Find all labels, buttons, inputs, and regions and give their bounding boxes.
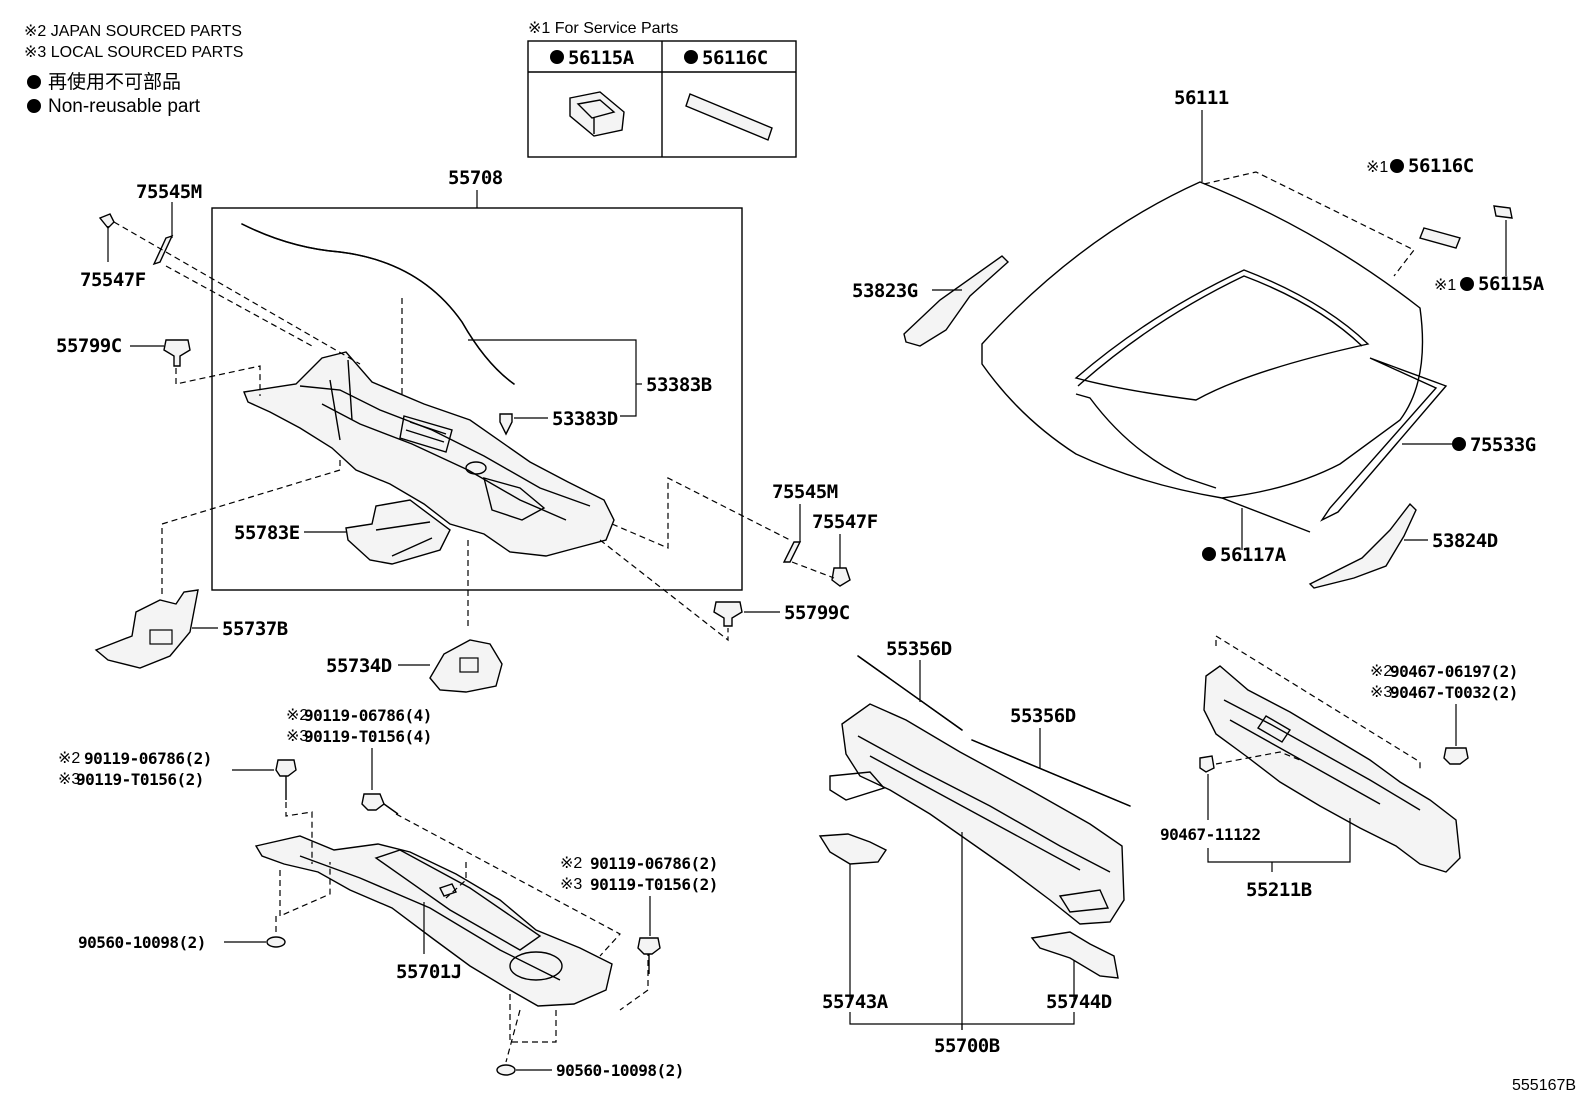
legend-local-sourced: ※3 LOCAL SOURCED PARTS [24, 44, 243, 61]
label-bolt-90119-06786-2-right: 90119-06786(2) [590, 854, 718, 873]
mark-b2-l2: ※3 [58, 771, 80, 788]
label-56115A: 56115A [1478, 273, 1545, 295]
windshield-assembly: 56111 ※1 56116C ※1 56115A 53823G 75533G [852, 87, 1545, 589]
nonreusable-dot-icon [1460, 277, 1474, 291]
mark-b1-l2: ※3 [286, 728, 308, 745]
mark-b2-l1: ※2 [58, 750, 80, 767]
label-55799C-left: 55799C [56, 335, 122, 357]
mark-b1-l1: ※2 [286, 707, 308, 724]
mark-c-l2: ※3 [1370, 684, 1392, 701]
mark-56116C: ※1 [1366, 159, 1388, 176]
nonreusable-dot-icon [684, 50, 698, 64]
legend: ※2 JAPAN SOURCED PARTS ※3 LOCAL SOURCED … [24, 23, 243, 117]
label-53383B: 53383B [646, 374, 712, 396]
label-55744D: 55744D [1046, 991, 1112, 1013]
label-75547F-right: 75547F [812, 511, 878, 533]
label-56111: 56111 [1174, 87, 1229, 109]
cowl-panel-assembly: ※2 90119-06786(4) ※3 90119-T0156(4) ※2 9… [58, 706, 718, 1080]
label-55743A: 55743A [822, 991, 889, 1013]
label-53823G: 53823G [852, 280, 918, 302]
label-55734D: 55734D [326, 655, 392, 677]
bolt-top-icon [361, 793, 399, 815]
label-75533G: 75533G [1470, 434, 1536, 456]
bolt-right-icon [637, 937, 661, 974]
label-bolt-90119-T0156-2-left: 90119-T0156(2) [76, 770, 204, 789]
dash-panel-assembly: ※2 90467-06197(2) ※3 90467-T0032(2) 9046… [1160, 634, 1518, 901]
diagram-id: 555167B [1512, 1077, 1576, 1094]
service-box-title: ※1 For Service Parts [528, 20, 678, 37]
bolt-left-icon [275, 759, 297, 800]
nonreusable-dot-icon [550, 50, 564, 64]
label-55211B: 55211B [1246, 879, 1312, 901]
nonreusable-dot-icon [27, 99, 41, 113]
mark-c-l1: ※2 [1370, 663, 1392, 680]
label-bolt-90119-T0156-2-right: 90119-T0156(2) [590, 875, 718, 894]
label-90560-10098-upper: 90560-10098(2) [78, 933, 206, 952]
label-75545M-right: 75545M [772, 481, 838, 503]
label-56116C: 56116C [1408, 155, 1474, 177]
label-75545M-left: 75545M [136, 181, 202, 203]
label-bolt-90119-06786-4: 90119-06786(4) [304, 706, 432, 725]
service-box-col1-label: 56115A [568, 47, 635, 69]
label-55356D-upper: 55356D [886, 638, 952, 660]
label-bolt-90119-06786-2-left: 90119-06786(2) [84, 749, 212, 768]
nonreusable-dot-icon [1202, 547, 1216, 561]
legend-japan-sourced: ※2 JAPAN SOURCED PARTS [24, 23, 242, 40]
label-clip-90467-06197: 90467-06197(2) [1390, 662, 1518, 681]
label-55356D-lower: 55356D [1010, 705, 1076, 727]
cowl-complete-assembly: 55356D 55356D 55743A 55744D 55700B [818, 638, 1131, 1057]
label-75547F-left: 75547F [80, 269, 146, 291]
legend-nonreusable-jp: 再使用不可部品 [48, 71, 181, 93]
mark-b3-l2: ※3 [560, 876, 582, 893]
clip-56115a-drawing [569, 91, 625, 137]
label-clip-90467-11122: 90467-11122 [1160, 825, 1260, 844]
label-clip-90467-T0032: 90467-T0032(2) [1390, 683, 1518, 702]
label-55783E: 55783E [234, 522, 300, 544]
label-56117A: 56117A [1220, 544, 1287, 566]
label-53824D: 53824D [1432, 530, 1498, 552]
mark-56115A: ※1 [1434, 277, 1456, 294]
label-55701J: 55701J [396, 961, 462, 983]
label-55737B: 55737B [222, 618, 288, 640]
label-bolt-90119-T0156-4: 90119-T0156(4) [304, 727, 432, 746]
spacer-56116c-drawing [685, 93, 773, 141]
label-55799C-right: 55799C [784, 602, 850, 624]
label-90560-10098-lower: 90560-10098(2) [556, 1061, 684, 1080]
service-box-col2-label: 56116C [702, 47, 768, 69]
label-53383D: 53383D [552, 408, 618, 430]
label-55700B: 55700B [934, 1035, 1000, 1057]
mark-b3-l1: ※2 [560, 855, 582, 872]
label-55708: 55708 [448, 167, 503, 189]
nonreusable-dot-icon [27, 75, 41, 89]
legend-nonreusable-en: Non-reusable part [48, 96, 201, 117]
cowl-top-assembly: 55708 53383B 53383D 75545M 75547F 55799C [56, 167, 878, 693]
nonreusable-dot-icon [1452, 437, 1466, 451]
service-parts-box: ※1 For Service Parts 56115A 56116C [527, 20, 797, 158]
nonreusable-dot-icon [1390, 159, 1404, 173]
